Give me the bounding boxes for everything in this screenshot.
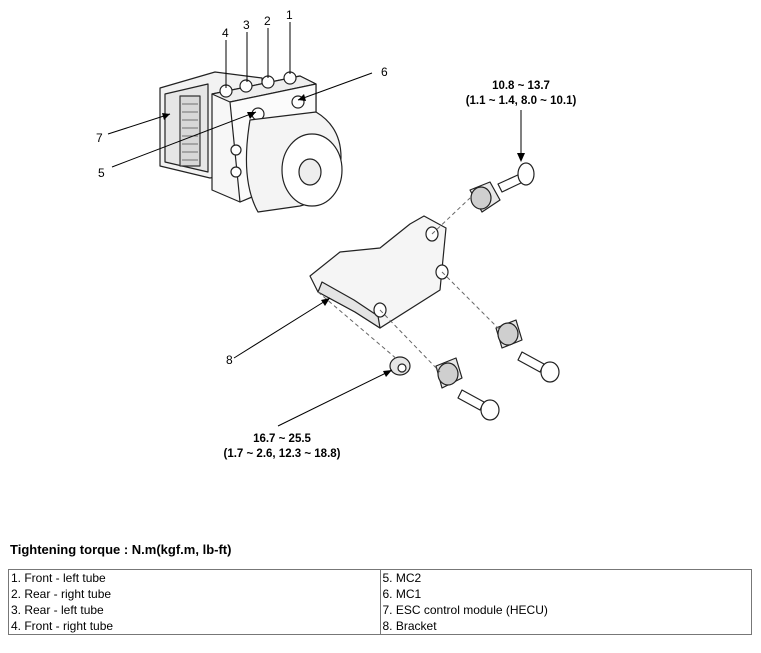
alignment-lines bbox=[317, 197, 501, 373]
bracket bbox=[309, 215, 449, 329]
table-row: 4. Front - right tube 8. Bracket bbox=[8, 618, 752, 635]
lower-bolt bbox=[457, 389, 500, 421]
table-row: 3. Rear - left tube 7. ESC control modul… bbox=[8, 602, 752, 618]
callout-8: 8 bbox=[226, 353, 233, 367]
legend-item: 8. Bracket bbox=[379, 618, 752, 635]
torque-lower-value: 16.7 ~ 25.5 bbox=[253, 433, 311, 445]
torque-lower-conversion: (1.7 ~ 2.6, 12.3 ~ 18.8) bbox=[224, 448, 341, 460]
arrowheads bbox=[162, 94, 525, 377]
legend-item: 5. MC2 bbox=[379, 569, 752, 586]
upper-bolt bbox=[497, 162, 535, 193]
legend-item: 6. MC1 bbox=[379, 586, 752, 602]
callout-6: 6 bbox=[381, 65, 388, 79]
abs-exploded-diagram: 1 2 3 4 5 6 7 8 10.8 ~ 13.7 (1.1 ~ 1.4, … bbox=[96, 8, 577, 460]
legend-item: 3. Rear - left tube bbox=[8, 602, 381, 618]
upper-bushing bbox=[469, 181, 501, 213]
legend-item: 1. Front - left tube bbox=[8, 569, 381, 586]
callout-3: 3 bbox=[243, 18, 250, 32]
pump-motor bbox=[245, 111, 343, 213]
callout-7: 7 bbox=[96, 131, 103, 145]
table-row: 2. Rear - right tube 6. MC1 bbox=[8, 586, 752, 602]
middle-bushing bbox=[495, 319, 523, 349]
torque-heading: Tightening torque : N.m(kgf.m, lb-ft) bbox=[10, 542, 232, 557]
legend-item: 2. Rear - right tube bbox=[8, 586, 381, 602]
middle-bolt bbox=[517, 351, 560, 383]
callout-1: 1 bbox=[286, 8, 293, 22]
nut bbox=[389, 356, 411, 376]
lower-bushing bbox=[435, 357, 463, 389]
leader-lines bbox=[107, 22, 522, 427]
callout-4: 4 bbox=[222, 26, 229, 40]
torque-upper-conversion: (1.1 ~ 1.4, 8.0 ~ 10.1) bbox=[466, 95, 577, 107]
table-row: 1. Front - left tube 5. MC2 bbox=[8, 569, 752, 586]
callout-5: 5 bbox=[98, 166, 105, 180]
legend-item: 4. Front - right tube bbox=[8, 618, 381, 635]
legend-item: 7. ESC control module (HECU) bbox=[379, 602, 752, 618]
parts-legend-table: 1. Front - left tube 5. MC2 2. Rear - ri… bbox=[8, 569, 752, 635]
callout-2: 2 bbox=[264, 14, 271, 28]
torque-upper-value: 10.8 ~ 13.7 bbox=[492, 80, 550, 92]
